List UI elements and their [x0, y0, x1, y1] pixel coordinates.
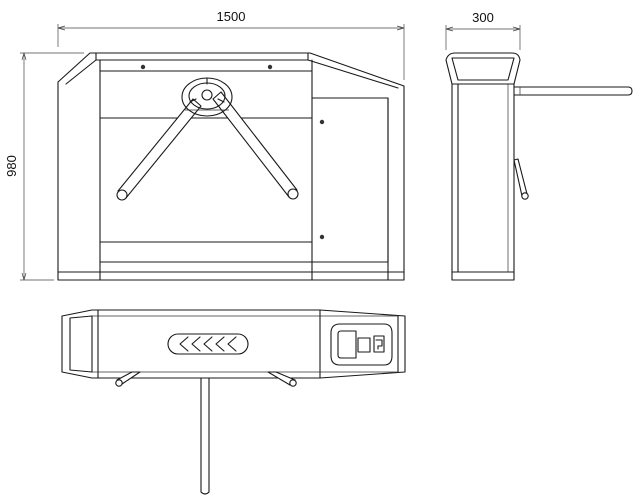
side-lower-arm: [513, 158, 529, 200]
front-door-panel: [311, 97, 389, 263]
height-dimension-label: 980: [4, 155, 19, 177]
side-horizontal-arm: [513, 86, 633, 96]
side-view: 300: [445, 10, 633, 281]
screw-icon: [140, 64, 146, 70]
height-dimension: 980: [4, 52, 84, 281]
depth-dimension: 300: [445, 10, 521, 50]
chevron-left-arrows-icon: [167, 333, 249, 355]
tripod-arms-top: [115, 371, 297, 495]
depth-dimension-label: 300: [472, 10, 494, 25]
card-reader-icon: [330, 323, 393, 366]
front-housing-outline: [57, 52, 405, 281]
top-housing-outline: [61, 309, 406, 379]
screw-icon: [267, 64, 273, 70]
side-top-cap: [451, 57, 515, 81]
front-top-bevel: [65, 59, 399, 89]
front-view: 1500 980: [4, 9, 405, 281]
rotor-hub-front: [181, 77, 233, 117]
side-housing-outline: [445, 52, 521, 281]
top-view: [61, 309, 406, 495]
width-dimension-label: 1500: [217, 9, 246, 24]
tripod-arms-front: [116, 91, 299, 201]
screw-icon: [319, 234, 325, 240]
screw-icon: [319, 119, 325, 125]
width-dimension: 1500: [57, 9, 405, 80]
